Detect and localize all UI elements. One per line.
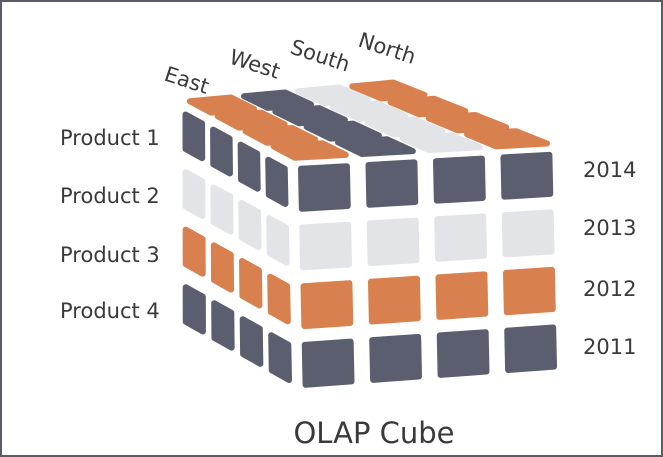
side-cell [210,184,234,235]
front-cell [365,159,419,208]
year-label-2012: 2012 [583,277,636,301]
top-cell [329,100,409,122]
top-cell [364,116,446,138]
top-cell [214,109,288,131]
region-label-south: South [287,35,352,77]
front-cell [501,209,555,258]
cube-cells [182,79,557,388]
top-cell [272,105,348,127]
diagram-title: OLAP Cube [293,416,454,450]
side-cell [237,141,261,192]
side-cell [182,169,206,219]
top-cell [295,84,371,107]
side-cell [239,258,263,309]
front-cell [436,329,490,378]
side-cell [210,126,233,177]
side-cell [239,316,264,367]
front-cell [434,213,487,262]
side-cell [266,215,290,266]
region-label-east: East [161,62,212,99]
side-cell [211,300,235,351]
top-cell [425,111,510,134]
front-cell [301,338,355,388]
top-cell [240,89,314,111]
top-cell [399,132,483,154]
product-label-3: Product 3 [60,243,160,267]
year-label-2014: 2014 [583,158,636,182]
front-cell [503,266,556,316]
top-cell [270,140,349,161]
year-label-2013: 2013 [583,216,636,240]
top-cell [387,95,469,118]
top-cell [242,124,319,146]
side-cell [182,111,206,162]
front-cell [369,333,422,383]
side-cell [268,332,293,384]
side-cell [210,242,235,293]
front-cell [500,151,554,200]
top-cell [349,79,428,102]
front-cell [299,221,352,271]
side-cell [267,273,291,325]
front-cell [433,155,486,204]
top-cell [463,128,550,150]
side-cell [238,199,262,251]
front-cell [435,271,489,320]
product-label-4: Product 4 [60,299,160,323]
front-cell [298,163,351,212]
front-cell [504,324,557,373]
side-cell [182,284,206,335]
year-label-2011: 2011 [583,335,636,359]
product-label-2: Product 2 [60,184,160,208]
top-cell [335,136,416,157]
region-label-west: West [226,45,283,84]
region-label-north: North [355,28,418,69]
front-cell [300,280,354,330]
front-cell [366,217,420,267]
side-cell [182,226,206,277]
top-cell [186,94,258,116]
side-cell [265,156,289,207]
front-cell [368,275,421,325]
product-label-1: Product 1 [60,126,160,150]
top-cell [303,120,382,142]
